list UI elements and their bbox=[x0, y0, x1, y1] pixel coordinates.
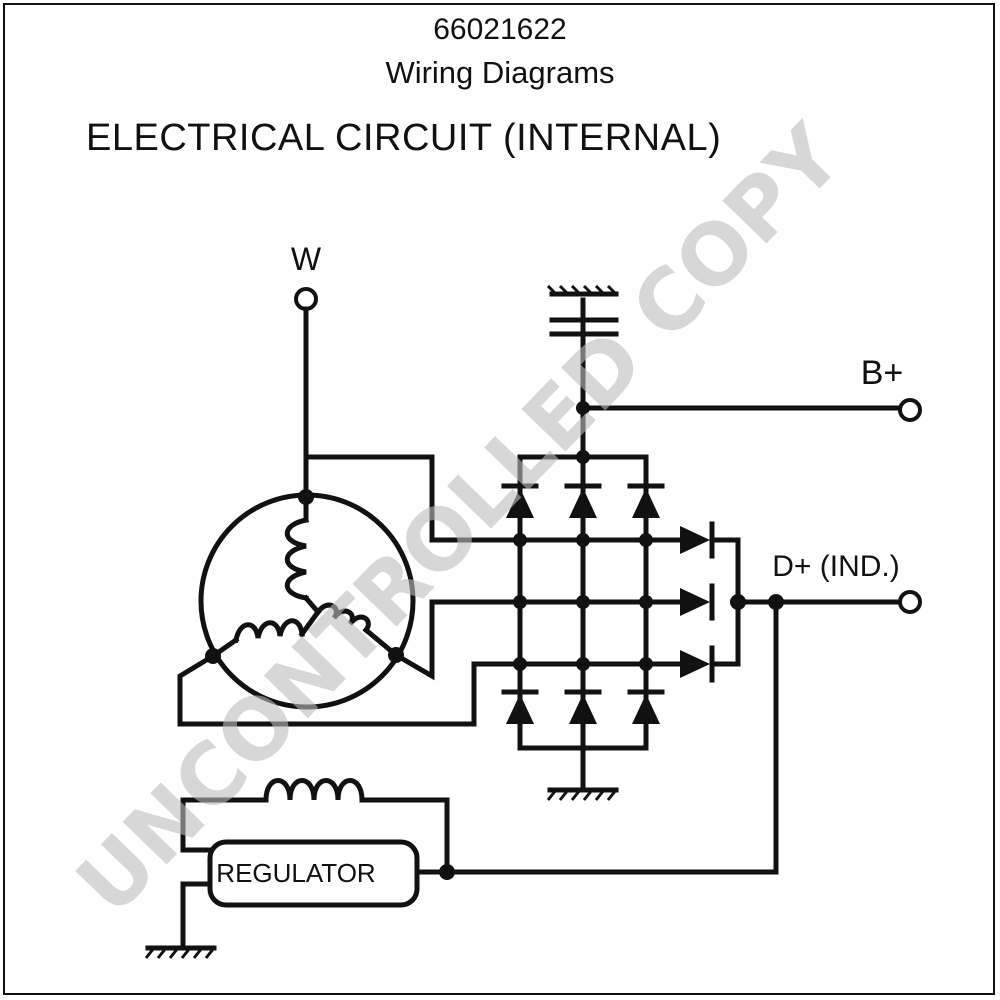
phase-b-wire bbox=[392, 599, 523, 681]
phase-c-wire bbox=[177, 652, 523, 727]
node bbox=[298, 489, 314, 505]
field-coil bbox=[180, 778, 450, 875]
d-plus-terminal: D+ (IND.) bbox=[772, 550, 922, 614]
document-title: Wiring Diagrams bbox=[385, 55, 615, 90]
bridge-nodes bbox=[513, 401, 784, 671]
section-title: ELECTRICAL CIRCUIT (INTERNAL) bbox=[86, 117, 722, 159]
field-lead bbox=[180, 797, 213, 853]
d-plus-label: D+ (IND.) bbox=[772, 550, 900, 583]
suppression-capacitor bbox=[546, 284, 619, 337]
w-label: W bbox=[291, 241, 322, 277]
b-plus-label: B+ bbox=[861, 354, 904, 392]
node bbox=[439, 864, 455, 880]
regulator-ground bbox=[144, 945, 217, 959]
exciter-diodes bbox=[680, 521, 715, 683]
watermark: UNCONTROLLED COPY bbox=[58, 106, 862, 933]
w-terminal: W bbox=[291, 241, 322, 311]
part-number: 66021622 bbox=[433, 13, 567, 46]
positive-diodes bbox=[501, 483, 665, 518]
page-border bbox=[3, 3, 995, 995]
rectifier-bridge bbox=[444, 297, 905, 875]
rectifier-ground bbox=[546, 787, 619, 801]
regulator: REGULATOR bbox=[207, 839, 420, 908]
negative-diodes bbox=[501, 689, 665, 724]
b-plus-terminal: B+ bbox=[861, 354, 922, 422]
regulator-label: REGULATOR bbox=[216, 858, 375, 888]
phase-a-wire bbox=[303, 454, 523, 543]
